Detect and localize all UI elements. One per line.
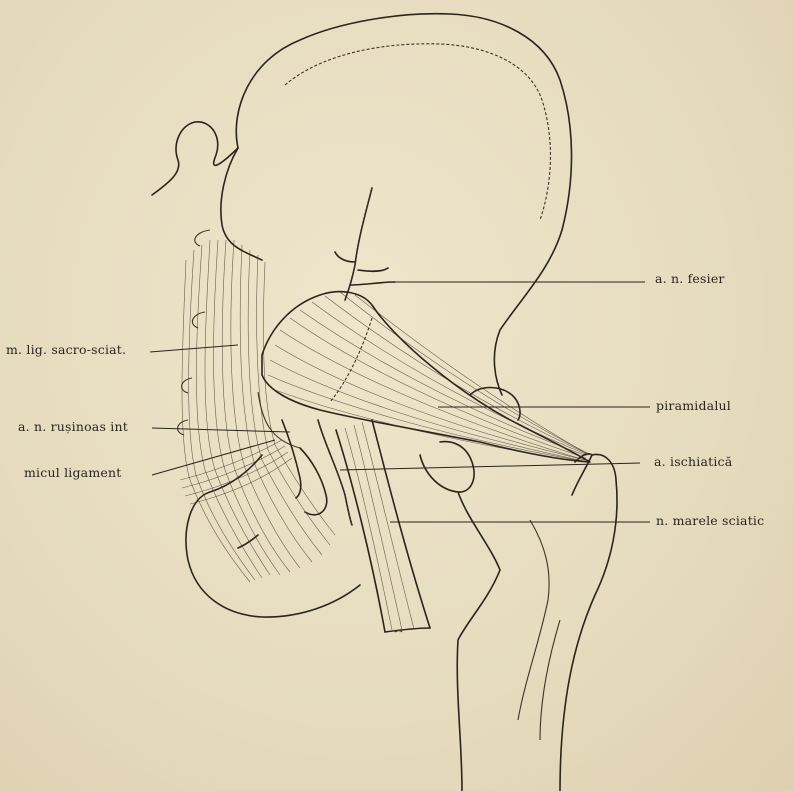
piriformis-muscle <box>262 292 590 462</box>
leader-sacro-sciat <box>150 345 238 352</box>
sacral-foramen-2 <box>192 312 205 328</box>
piriformis-division <box>330 318 372 402</box>
label-piramidalul: piramidalul <box>656 398 731 413</box>
label-micul-ligament: micul ligament <box>24 465 121 480</box>
sciatic-nerve <box>336 420 430 632</box>
femur-shaft-left <box>457 492 500 791</box>
femur-shaft-right <box>560 454 617 791</box>
obturator-curve <box>300 448 327 515</box>
leader-micul-ligament <box>152 440 275 475</box>
sacral-foramen-1 <box>195 230 210 246</box>
label-ischiatica: a. ischiatică <box>654 454 732 469</box>
sacrotuberous-ligament <box>182 240 335 582</box>
label-fesier: a. n. fesier <box>655 271 725 286</box>
sacral-foramen-3 <box>182 378 192 393</box>
label-sacro-sciat: m. lig. sacro-sciat. <box>6 342 126 357</box>
sacral-process <box>152 122 238 195</box>
iliac-crest-inner <box>285 44 550 220</box>
label-marele-sciatic: n. marele sciatic <box>656 513 764 528</box>
label-rusinoasa: a. n. rușinoas int <box>18 419 128 434</box>
sacrum-outline <box>221 148 262 260</box>
greater-trochanter-outline <box>470 388 520 421</box>
leader-ischiatica <box>340 463 640 470</box>
superior-gluteal-artery <box>335 188 395 300</box>
leader-rusinoasa <box>152 428 290 432</box>
femur-inner-line-2 <box>540 620 560 740</box>
